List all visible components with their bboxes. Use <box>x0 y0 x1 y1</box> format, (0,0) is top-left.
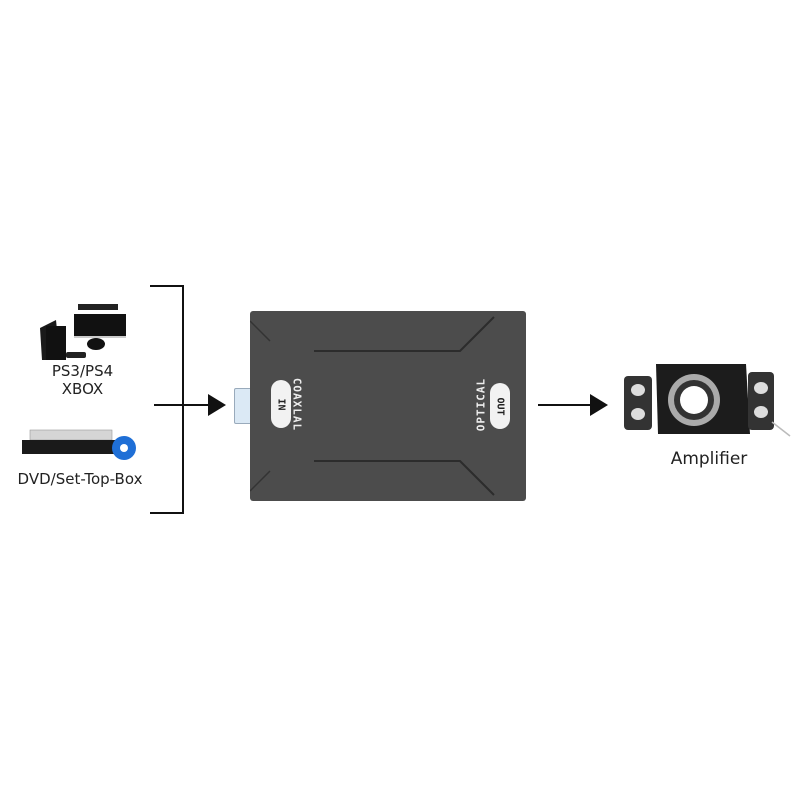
input-arrow-icon <box>208 394 226 416</box>
bracket-vertical <box>182 285 184 514</box>
output-port-pill: OUT <box>490 383 510 429</box>
input-connector-line <box>154 404 210 406</box>
amplifier-label: Amplifier <box>670 449 748 469</box>
dvd-player-icon <box>22 428 142 468</box>
converter-device: IN COAXLAL OPTICAL OUT <box>250 311 526 501</box>
bracket-bottom <box>150 512 184 514</box>
speaker-system-icon <box>622 360 792 440</box>
input-port-pill: IN <box>271 380 291 428</box>
input-port-label: COAXLAL <box>290 377 304 432</box>
output-arrow-icon <box>590 394 608 416</box>
output-port-label: OPTICAL <box>474 377 488 432</box>
output-connector-line <box>538 404 592 406</box>
game-console-icon <box>38 290 128 362</box>
console-label: PS3/PS4 XBOX <box>51 362 114 398</box>
dvd-label: DVD/Set-Top-Box <box>17 470 143 488</box>
bracket-top <box>150 285 184 287</box>
